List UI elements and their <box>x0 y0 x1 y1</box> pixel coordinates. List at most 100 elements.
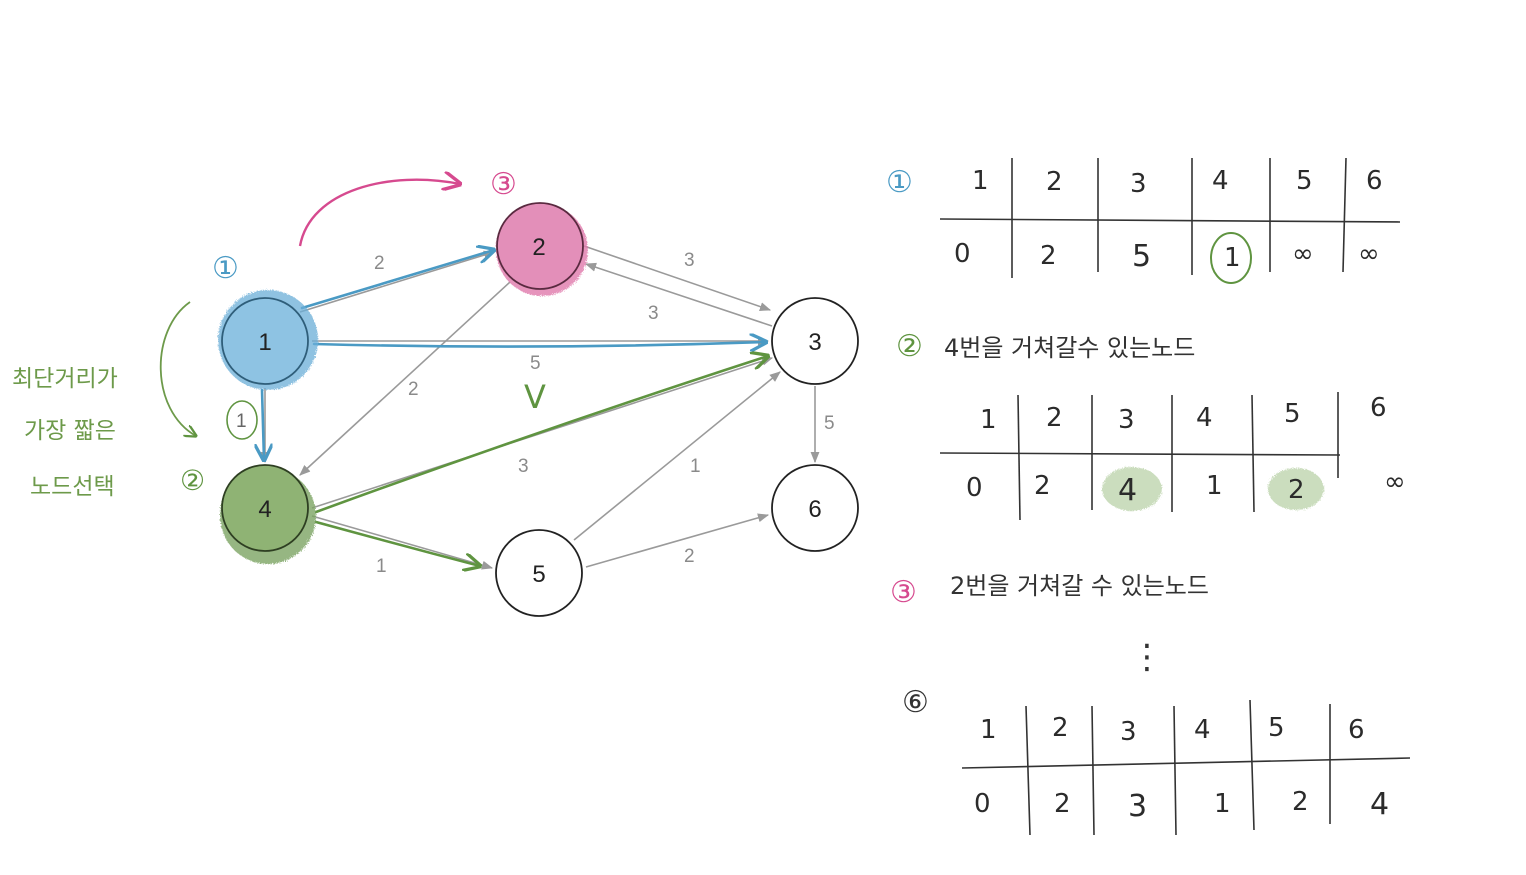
green-highlights <box>314 356 768 566</box>
svg-text:6: 6 <box>1370 393 1387 423</box>
svg-text:⑥: ⑥ <box>902 685 929 720</box>
edge-4-5 <box>311 515 494 570</box>
table-step1-values: 0 2 5 1 ∞ ∞ <box>954 232 1380 284</box>
side-note: 최단거리가 가장 짧은 노드선택 <box>12 301 196 500</box>
blue-edge-1-4 <box>262 388 264 460</box>
node-6[interactable]: 6 <box>771 464 859 552</box>
svg-text:1: 1 <box>258 329 271 356</box>
svg-text:4: 4 <box>1370 787 1389 822</box>
node-4[interactable]: 4 <box>220 464 316 564</box>
weight-4-3: 3 <box>518 456 529 477</box>
svg-text:최단거리가: 최단거리가 <box>12 366 118 392</box>
svg-text:5: 5 <box>1296 166 1313 196</box>
svg-text:1: 1 <box>980 405 997 435</box>
blue-highlights <box>262 250 766 460</box>
svg-text:∞: ∞ <box>1384 467 1406 497</box>
side-note-curve-arrow <box>159 301 196 436</box>
weight-2-3: 3 <box>684 250 695 271</box>
step2-caption: 4번을 거쳐갈수 있는노드 <box>944 334 1195 362</box>
svg-text:4: 4 <box>1212 166 1229 196</box>
green-edge-4-3 <box>314 356 768 514</box>
svg-text:4: 4 <box>1118 473 1137 508</box>
svg-text:2: 2 <box>1288 475 1305 505</box>
svg-text:5: 5 <box>1284 399 1301 429</box>
node-1-step-marker: ① <box>212 251 239 286</box>
svg-text:노드선택: 노드선택 <box>30 474 115 500</box>
svg-text:3: 3 <box>1130 169 1147 199</box>
svg-text:6: 6 <box>1366 166 1383 196</box>
svg-text:2: 2 <box>1052 713 1069 743</box>
weight-1-2: 2 <box>374 253 385 274</box>
svg-text:1: 1 <box>1206 471 1223 501</box>
node-2[interactable]: 2 <box>496 202 588 296</box>
weight-2-4: 2 <box>408 379 419 400</box>
svg-text:5: 5 <box>532 561 545 588</box>
svg-text:3: 3 <box>1118 405 1135 435</box>
edge-3-2 <box>584 262 773 327</box>
svg-text:4: 4 <box>1196 403 1213 433</box>
svg-text:4: 4 <box>1194 715 1211 745</box>
svg-text:2: 2 <box>532 234 545 261</box>
graph: 2 3 3 5 2 3 1 1 2 5 1 V 1 <box>12 167 859 617</box>
svg-text:5: 5 <box>1132 239 1151 274</box>
svg-text:3: 3 <box>1128 789 1147 824</box>
svg-text:2: 2 <box>1046 167 1063 197</box>
table-step2-values: 0 2 4 1 2 ∞ <box>966 467 1406 508</box>
svg-text:2: 2 <box>1046 403 1063 433</box>
step3-caption: 2번을 거쳐갈 수 있는노드 <box>950 572 1209 600</box>
svg-text:4: 4 <box>258 496 271 523</box>
svg-text:3: 3 <box>808 329 821 356</box>
node-2-step-marker: ③ <box>490 167 517 202</box>
svg-text:1: 1 <box>236 411 247 432</box>
edge-1-2 <box>299 250 496 313</box>
svg-text:0: 0 <box>954 239 971 269</box>
svg-text:①: ① <box>886 165 913 200</box>
svg-text:3: 3 <box>1120 717 1137 747</box>
checkmark: V <box>524 378 546 416</box>
pink-curved-arrow <box>298 180 460 247</box>
svg-text:1: 1 <box>972 166 989 196</box>
svg-text:5: 5 <box>1268 713 1285 743</box>
table-step1-header: 1 2 3 4 5 6 <box>972 166 1383 199</box>
weight-1-3: 5 <box>530 353 541 374</box>
weight-3-6: 5 <box>824 413 835 434</box>
svg-text:1: 1 <box>1214 789 1231 819</box>
blue-edge-1-2 <box>300 250 494 310</box>
table-step6-header: 1 2 3 4 5 6 <box>980 713 1365 747</box>
svg-text:1: 1 <box>980 715 997 745</box>
weight-5-6: 2 <box>684 546 695 567</box>
svg-text:2: 2 <box>1292 787 1309 817</box>
weight-3-2: 3 <box>648 303 659 324</box>
svg-text:∞: ∞ <box>1358 239 1380 269</box>
node-5[interactable]: 5 <box>495 529 583 617</box>
table-step6: ⑥ 1 2 3 4 5 6 0 2 3 1 2 <box>902 685 1411 836</box>
edge-2-3 <box>583 245 772 311</box>
table-step2: ② 4번을 거쳐갈수 있는노드 1 2 3 4 5 6 0 <box>896 329 1406 521</box>
edge-1-4-weight-circled: 1 <box>226 400 258 440</box>
svg-text:0: 0 <box>966 473 983 503</box>
svg-text:②: ② <box>896 329 923 364</box>
tables: ① 1 2 3 4 5 6 0 2 5 1 <box>886 157 1411 836</box>
table-step6-values: 0 2 3 1 2 4 <box>974 787 1389 824</box>
edge-weights: 2 3 3 5 2 3 1 1 2 5 <box>374 250 835 577</box>
green-edge-4-5 <box>314 520 480 566</box>
nodes: 1 2 3 4 5 6 <box>218 202 859 617</box>
edge-5-6 <box>585 513 770 568</box>
svg-text:∞: ∞ <box>1292 239 1314 269</box>
edge-2-4 <box>299 281 511 476</box>
edge-5-3 <box>573 371 781 541</box>
node-3[interactable]: 3 <box>771 297 859 385</box>
ellipsis: ⋮ <box>1130 637 1164 677</box>
svg-text:가장 짧은: 가장 짧은 <box>24 418 116 444</box>
blue-edge-1-3 <box>312 342 766 347</box>
svg-text:2: 2 <box>1040 241 1057 271</box>
step1-selected-circle <box>1210 232 1252 284</box>
weight-5-3: 1 <box>690 456 701 477</box>
node-1[interactable]: 1 <box>218 290 318 390</box>
node-4-step-marker: ② <box>180 464 205 497</box>
svg-text:2: 2 <box>1054 789 1071 819</box>
svg-text:1: 1 <box>1224 243 1241 273</box>
table-step2-header: 1 2 3 4 5 6 <box>980 393 1387 435</box>
step3-caption-row: ③ 2번을 거쳐갈 수 있는노드 <box>890 572 1209 610</box>
svg-text:0: 0 <box>974 789 991 819</box>
